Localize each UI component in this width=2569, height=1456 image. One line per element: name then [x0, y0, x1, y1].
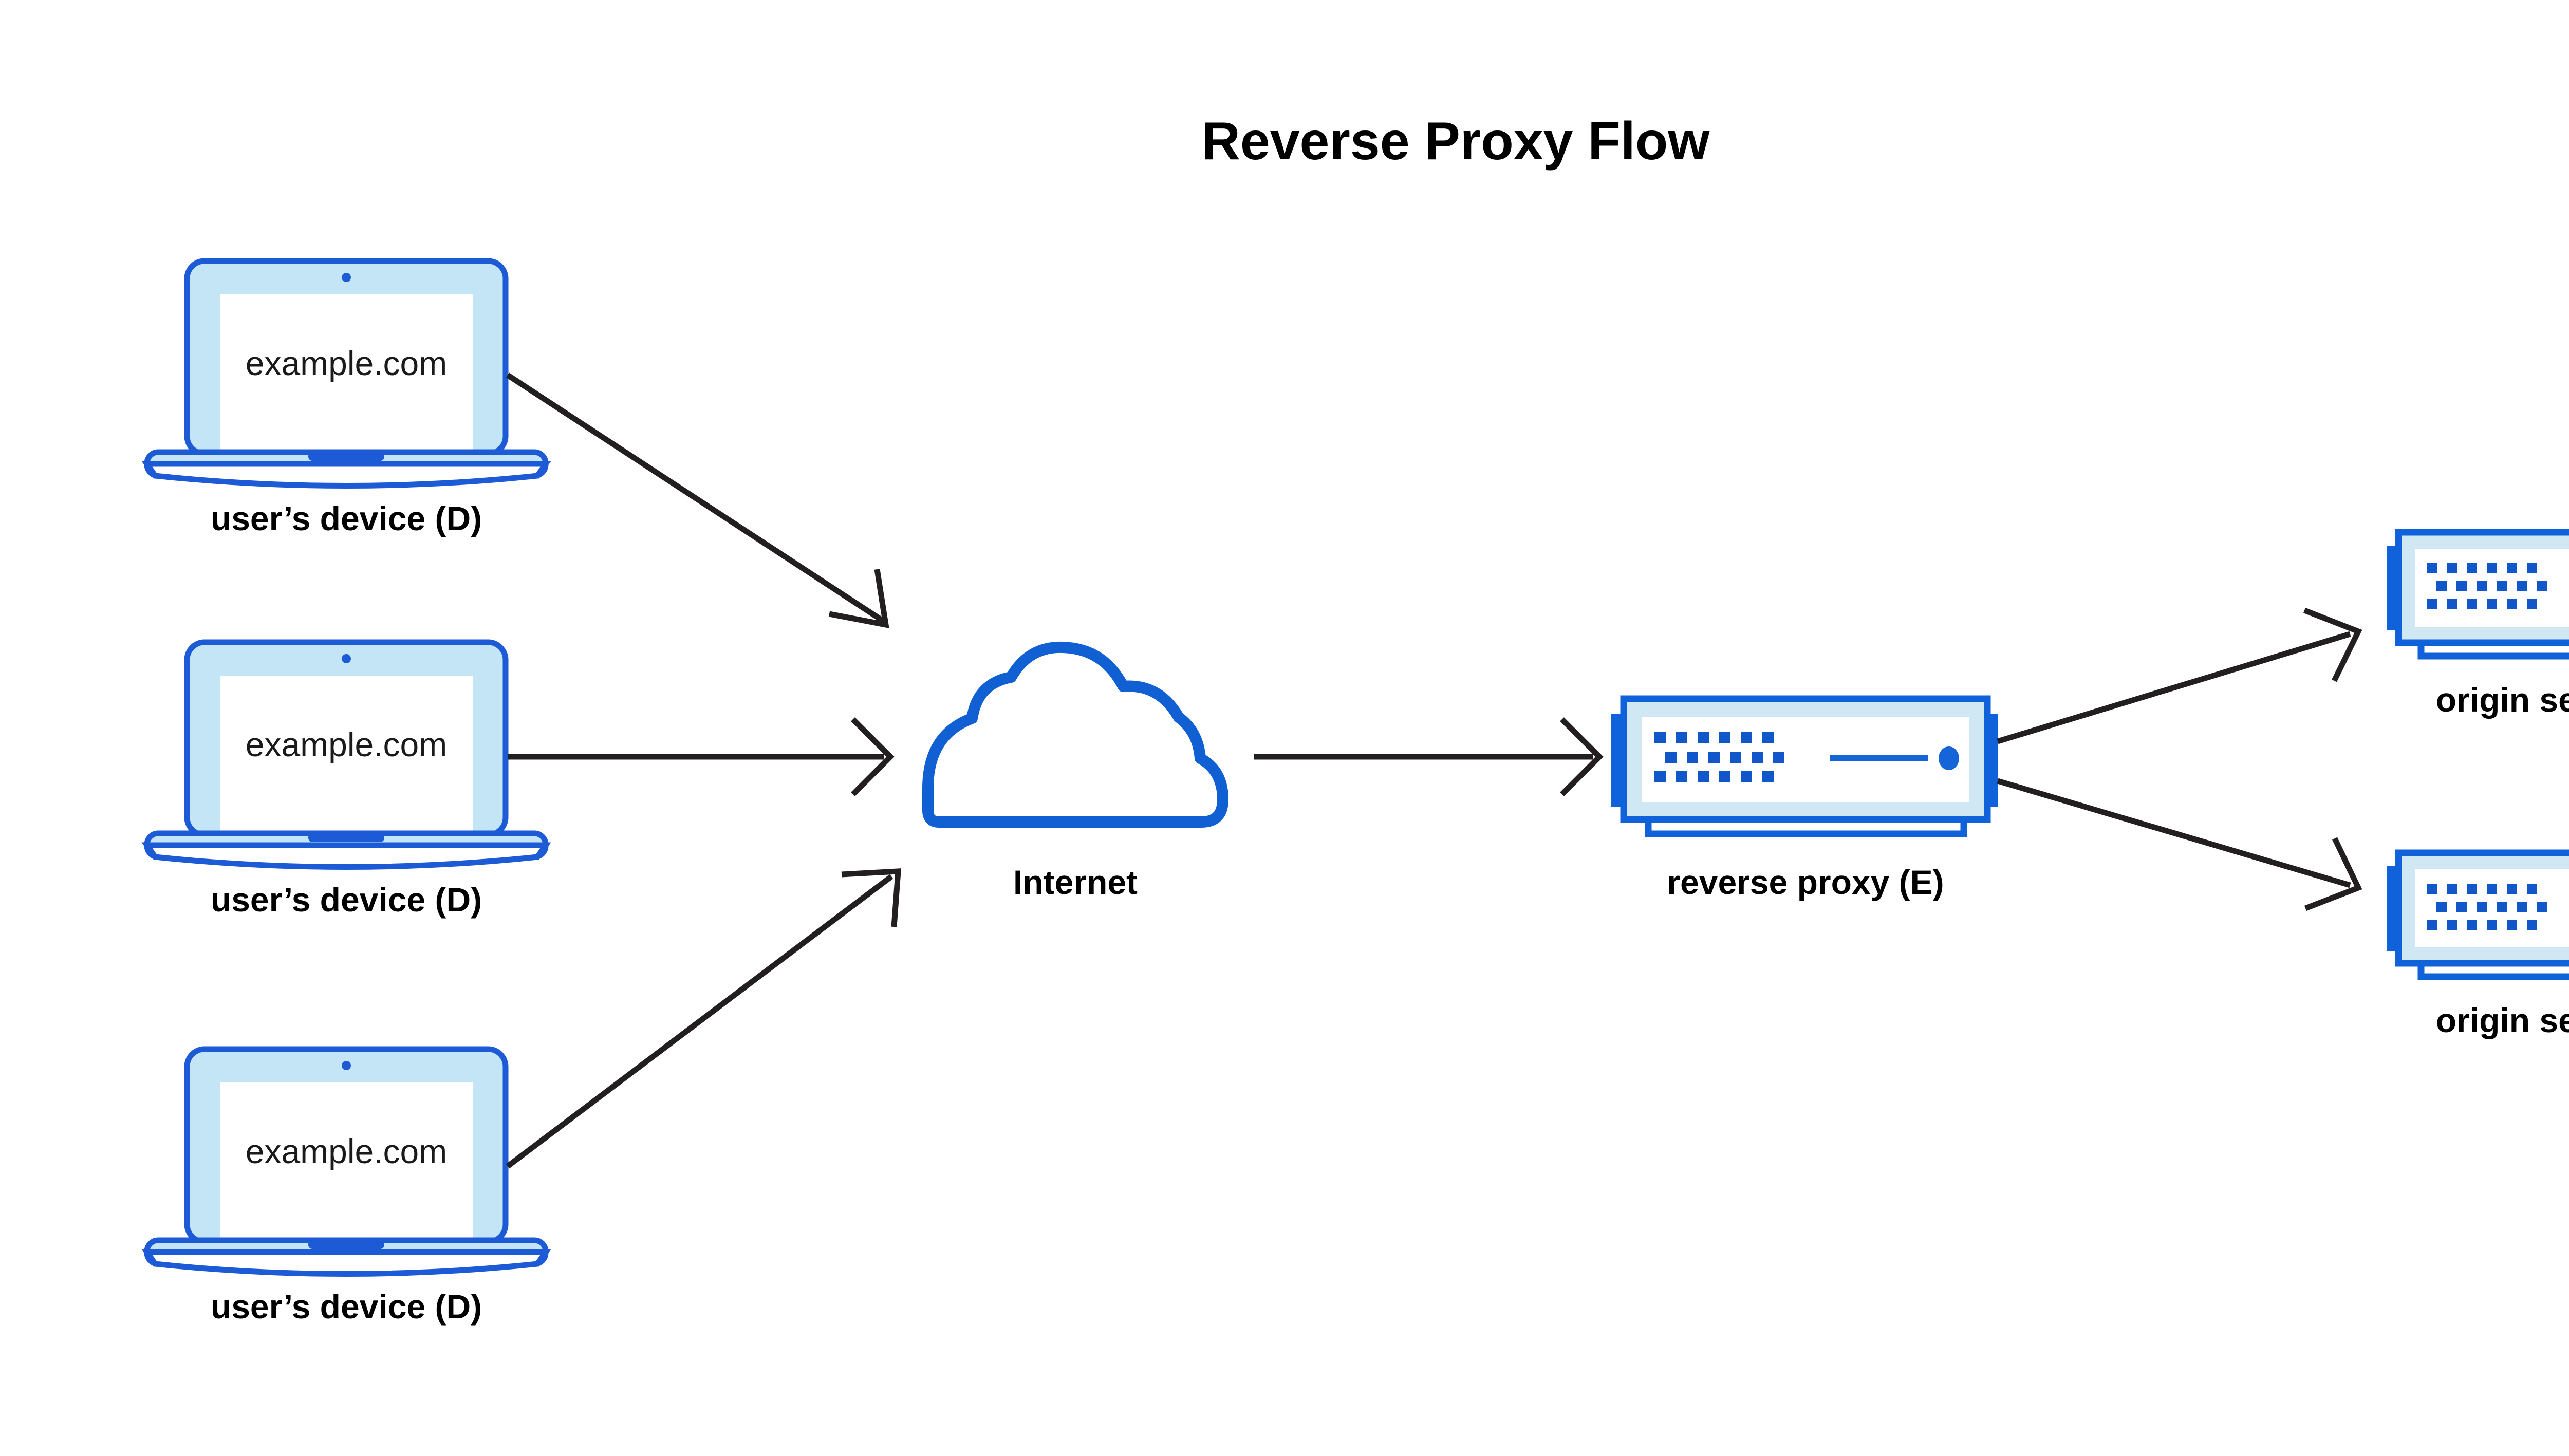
client-label-top: user’s device (D)	[211, 499, 482, 537]
server-status-bar	[1830, 755, 1928, 761]
screen-url-text: example.com	[246, 1132, 448, 1170]
cloud-icon	[922, 641, 1228, 828]
client-label-middle: user’s device (D)	[211, 881, 482, 919]
client-node-middle[interactable]: example.com user’s device (D)	[141, 639, 551, 919]
laptop-trackpad-notch	[308, 833, 384, 842]
flow-arrow-proxy-to-origin-bottom	[1997, 778, 2362, 911]
laptop-icon	[141, 258, 551, 489]
laptop-display	[220, 1082, 473, 1242]
server-icon	[2387, 529, 2569, 660]
screen-url-text: example.com	[246, 725, 448, 763]
laptop-icon	[141, 639, 551, 870]
server-port-grid	[1654, 732, 1784, 782]
laptop-camera-icon	[342, 273, 351, 282]
flow-arrow-client-bottom-to-internet	[506, 868, 901, 1169]
internet-label: Internet	[1013, 863, 1138, 901]
server-icon	[1611, 695, 1998, 837]
cloud-outline	[922, 641, 1228, 828]
reverse-proxy-label: reverse proxy (E)	[1667, 863, 1944, 901]
page-title: Reverse Proxy Flow	[1202, 111, 1710, 171]
laptop-camera-icon	[342, 654, 351, 663]
client-node-bottom[interactable]: example.com user’s device (D)	[141, 1046, 551, 1326]
flow-arrow-client-top-to-internet	[506, 372, 889, 628]
client-node-top[interactable]: example.com user’s device (D)	[141, 258, 551, 537]
server-icon	[2387, 849, 2569, 980]
reverse-proxy-node[interactable]: reverse proxy (E)	[1611, 695, 1998, 901]
laptop-display	[220, 294, 473, 454]
screen-url-text: example.com	[246, 344, 448, 382]
origin-server-label-bottom: origin server (F)	[2436, 1001, 2569, 1039]
laptop-camera-icon	[342, 1061, 351, 1070]
server-status-light	[1939, 746, 1959, 770]
server-port-grid	[2427, 884, 2547, 930]
origin-server-top-node[interactable]: origin server (F)	[2387, 529, 2569, 719]
laptop-trackpad-notch	[308, 1240, 384, 1249]
internet-node[interactable]: Internet	[922, 641, 1228, 901]
laptop-base-lip	[141, 461, 551, 489]
origin-server-label-top: origin server (F)	[2436, 681, 2569, 719]
laptop-trackpad-notch	[308, 452, 384, 461]
flow-arrow-proxy-to-origin-top	[1997, 607, 2362, 744]
server-port-grid	[2427, 563, 2547, 609]
laptop-base-lip	[141, 842, 551, 870]
laptop-icon	[141, 1046, 551, 1277]
laptop-display	[220, 676, 473, 835]
flow-arrow-internet-to-proxy	[1254, 717, 1604, 796]
laptop-base-lip	[141, 1249, 551, 1277]
flow-arrow-client-middle-to-internet	[508, 717, 895, 796]
origin-server-bottom-node[interactable]: origin server (F)	[2387, 849, 2569, 1039]
client-label-bottom: user’s device (D)	[211, 1287, 482, 1326]
